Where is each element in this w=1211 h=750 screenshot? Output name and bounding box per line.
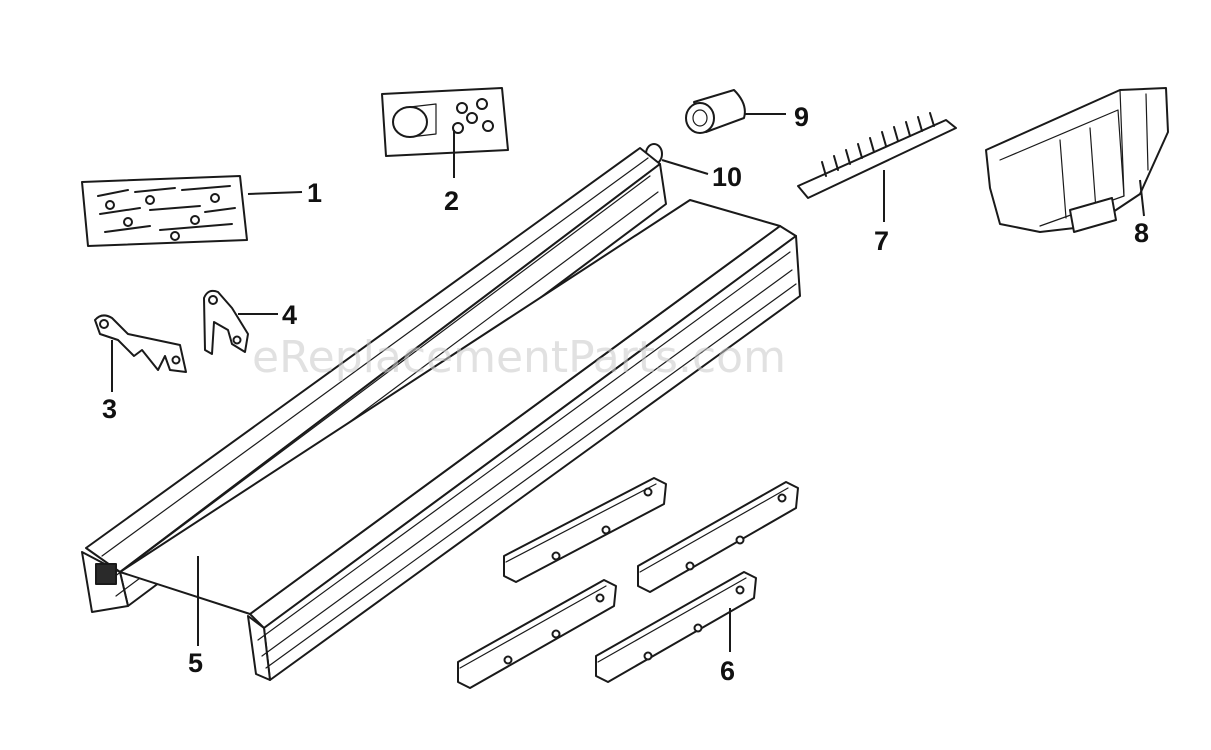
callout-7: 7 xyxy=(874,226,889,256)
callout-8: 8 xyxy=(1134,218,1149,248)
callout-4: 4 xyxy=(282,300,297,330)
leader-line-1 xyxy=(247,191,303,195)
rail-bracket-part xyxy=(595,571,757,683)
callout-3: 3 xyxy=(102,394,117,424)
mounting-bracket-part xyxy=(203,289,249,355)
hardware-bag-part xyxy=(81,175,248,247)
callout-9: 9 xyxy=(794,102,809,132)
angle-bracket-part xyxy=(94,314,187,373)
callout-10: 10 xyxy=(712,162,742,192)
rail-bracket-part xyxy=(457,579,617,689)
rail-bracket-part xyxy=(503,477,667,583)
callout-6: 6 xyxy=(720,656,735,686)
leader-line-8 xyxy=(1139,179,1145,217)
spacer-bag-part xyxy=(381,87,509,157)
trolley-carriage-part xyxy=(985,87,1169,233)
callout-2: 2 xyxy=(444,186,459,216)
leader-lines xyxy=(111,113,1145,652)
leader-line-10 xyxy=(661,159,709,175)
cylinder-spacer-part xyxy=(685,89,746,134)
callout-1: 1 xyxy=(307,178,322,208)
toothed-rack-part xyxy=(797,112,957,199)
callout-5: 5 xyxy=(188,648,203,678)
rail-bracket-part xyxy=(637,481,799,593)
lower-rail-section-part xyxy=(119,199,801,681)
watermark-text: eReplacementParts.com xyxy=(252,332,786,383)
